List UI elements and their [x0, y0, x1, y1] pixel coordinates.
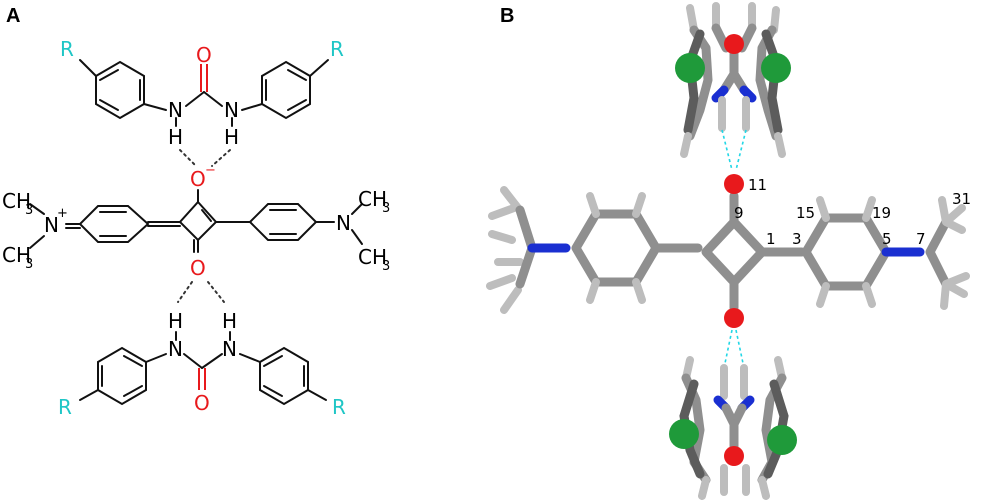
dye-amine-methyl-top: CH: [358, 187, 387, 211]
iminium-methyl-bottom-sub: 3: [25, 257, 33, 272]
dye-amine-methyl-top-sub: 3: [382, 201, 390, 216]
atom-number-11: 11: [748, 176, 767, 194]
bottom-urea-structure: H H N N O R R: [58, 281, 346, 419]
dye-oxygen-bottom: [724, 308, 744, 328]
top-left-r-group: R: [60, 37, 74, 61]
atom-number-9: 9: [734, 204, 744, 222]
iminium-n: N: [44, 213, 59, 237]
atom-number-7: 7: [916, 230, 926, 248]
atom-number-15: 15: [796, 204, 815, 222]
bottom-urea-nh-right-h: H: [222, 309, 237, 333]
top-urea-nh-left-n: N: [168, 98, 183, 122]
top-urea-nh-left-h: H: [168, 125, 183, 149]
top-right-r-group: R: [330, 37, 344, 61]
bottom-urea-nh-right-n: N: [222, 337, 237, 361]
dye-oxygen-top: [724, 174, 744, 194]
bottom-receptor-3d: [669, 329, 797, 500]
bottom-receptor-chlorine-left: [669, 419, 699, 449]
squaraine-dye-structure: O − O N + CH 3 CH 3: [2, 163, 390, 280]
top-receptor-3d: [675, 2, 791, 171]
bottom-left-r-group: R: [58, 395, 72, 419]
top-right-phenyl-ring: [261, 60, 311, 120]
bottom-urea-nh-left-h: H: [168, 309, 183, 333]
iminium-methyl-bottom-c: CH: [2, 243, 31, 267]
top-receptor-oxygen: [724, 34, 744, 54]
top-urea-carbonyl-o: O: [196, 43, 212, 67]
atom-number-5: 5: [882, 230, 892, 248]
dye-o-minus: O: [190, 167, 206, 191]
iminium-methyl-top-sub: 3: [25, 203, 33, 218]
panel-b-label: B: [500, 5, 514, 27]
dye-amine-n: N: [336, 211, 351, 235]
bottom-urea-nh-left-n: N: [168, 337, 183, 361]
bottom-receptor-chlorine-right: [767, 425, 797, 455]
top-urea-nh-right-h: H: [224, 125, 239, 149]
dye-amine-methyl-bottom: CH: [358, 245, 387, 269]
top-left-phenyl-ring: [95, 60, 145, 120]
top-urea-structure: R R O N N H H: [60, 37, 344, 167]
top-receptor-chlorine-left: [675, 53, 705, 83]
dye-amine-methyl-bottom-sub: 3: [382, 259, 390, 274]
dye-o-minus-charge: −: [205, 163, 216, 178]
bottom-right-phenyl-ring: [259, 346, 309, 406]
top-receptor-chlorine-right: [761, 53, 791, 83]
iminium-methyl-top-c: CH: [2, 189, 31, 213]
bottom-left-phenyl-ring: [97, 346, 147, 406]
bottom-right-r-group: R: [332, 395, 346, 419]
iminium-charge: +: [57, 206, 68, 221]
atom-number-1: 1: [766, 230, 776, 248]
dye-carbonyl-o: O: [190, 256, 206, 280]
atom-number-19: 19: [872, 204, 891, 222]
top-urea-nh-right-n: N: [224, 98, 239, 122]
atom-number-labels: 11 9 15 19 1 3 5 7 31: [734, 176, 971, 248]
atom-number-31: 31: [952, 190, 971, 208]
bottom-receptor-oxygen: [724, 446, 744, 466]
panel-a: A R R O N N: [2, 5, 390, 419]
dye-3d: [486, 174, 970, 328]
bottom-urea-carbonyl-o: O: [194, 391, 210, 415]
atom-number-3: 3: [792, 230, 802, 248]
panel-b: B: [486, 2, 971, 500]
panel-a-label: A: [6, 5, 20, 27]
